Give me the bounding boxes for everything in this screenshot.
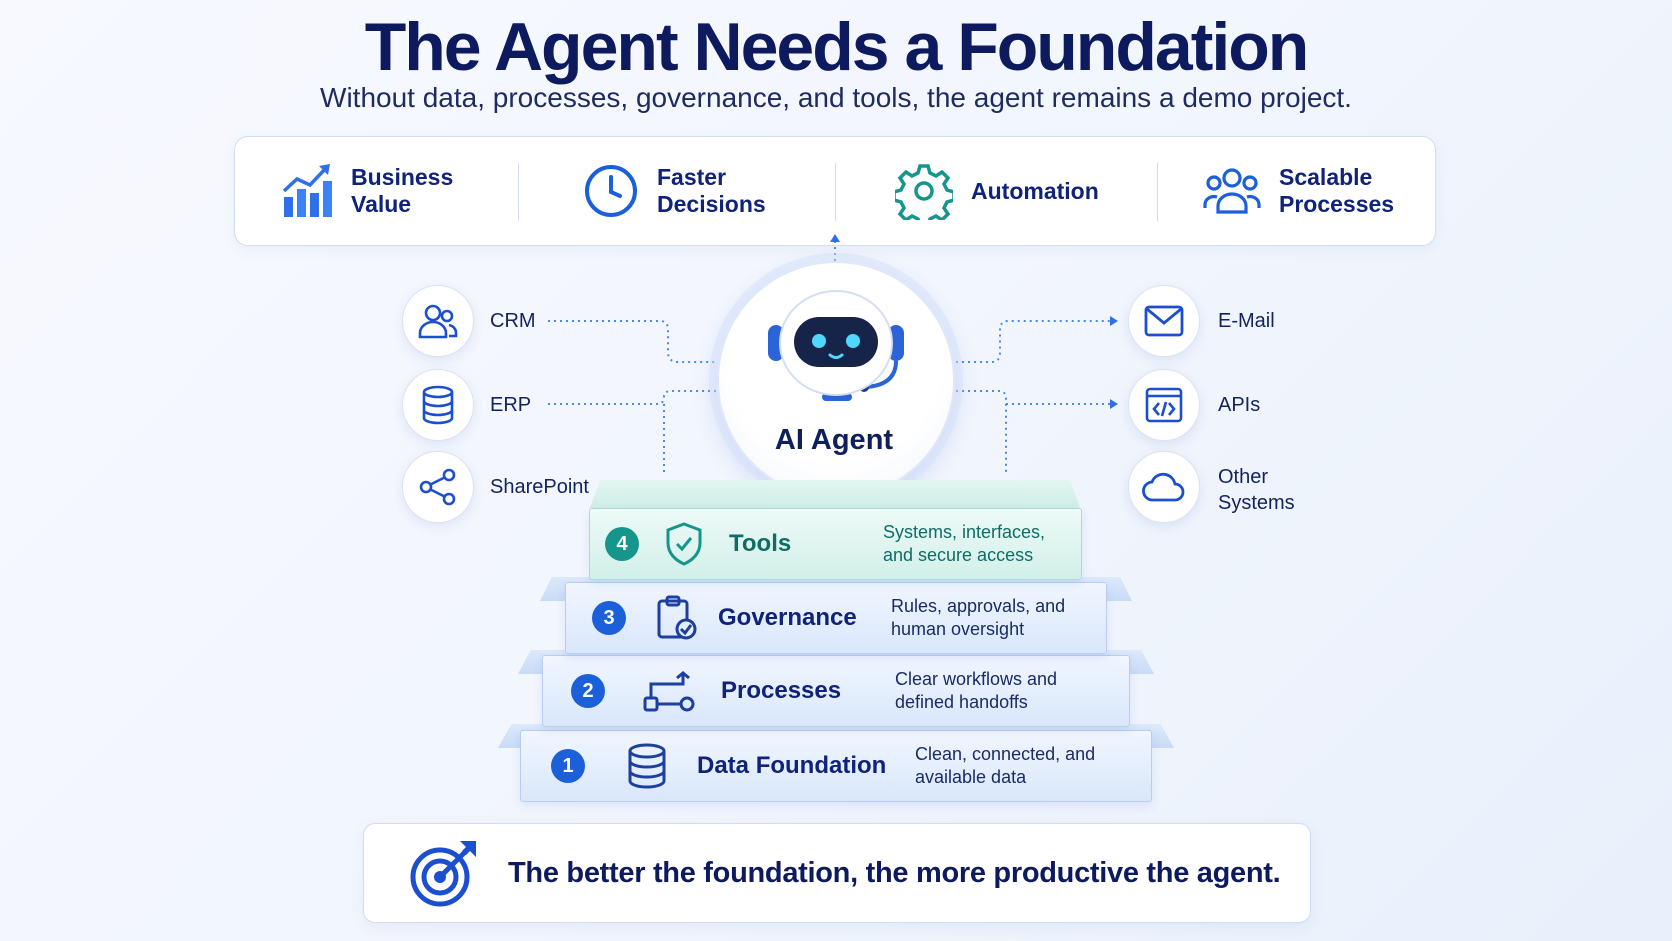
benefit-label: Business Value xyxy=(351,164,454,217)
workflow-icon xyxy=(643,671,695,712)
benefits-bar: Business Value Faster Decisions Automati… xyxy=(234,136,1436,246)
layer-description: Clean, connected, and available data xyxy=(915,744,1096,787)
robot-icon xyxy=(768,290,904,401)
benefit-business-value: Business Value xyxy=(281,137,453,245)
footer-banner: The better the foundation, the more prod… xyxy=(363,823,1311,923)
layer-processes: 2 Processes Clear workflows and defined … xyxy=(542,655,1130,727)
benefit-faster-decisions: Faster Decisions xyxy=(583,137,766,245)
apis-circle xyxy=(1128,369,1200,441)
layer-name: Tools xyxy=(729,530,792,557)
target-label-apis: APIs xyxy=(1218,394,1261,416)
layer-number: 3 xyxy=(592,601,626,635)
team-icon xyxy=(1203,168,1261,214)
layer-top-face xyxy=(590,480,1080,508)
layer-name: Processes xyxy=(721,677,842,704)
layer-name: Data Foundation xyxy=(697,752,887,779)
layer-number: 4 xyxy=(605,527,639,561)
layer-description: Clear workflows and defined handoffs xyxy=(895,669,1058,712)
page-title: The Agent Needs a Foundation xyxy=(364,9,1310,85)
benefit-label: Faster Decisions xyxy=(657,164,766,217)
email-circle xyxy=(1128,285,1200,357)
gear-icon xyxy=(895,164,953,220)
users-icon xyxy=(418,304,458,339)
erp-circle xyxy=(402,369,474,441)
target-label-other-systems: Other Systems xyxy=(1218,466,1295,514)
source-label-crm: CRM xyxy=(490,310,536,332)
ai-agent-circle xyxy=(717,261,955,499)
layer-tools: 4 Tools Systems, interfaces, and secure … xyxy=(589,508,1082,580)
layer-name: Governance xyxy=(718,604,857,631)
sharepoint-circle xyxy=(402,451,474,523)
mail-icon xyxy=(1144,305,1184,337)
share-icon xyxy=(419,468,456,506)
crm-circle xyxy=(402,285,474,357)
source-label-sharepoint: SharePoint xyxy=(490,476,589,498)
bar-chart-up-icon xyxy=(282,164,332,217)
layer-description: Systems, interfaces, and secure access xyxy=(883,522,1046,565)
layer-data-foundation: 1 Data Foundation Clean, connected, and … xyxy=(520,730,1152,802)
other-systems-circle xyxy=(1128,451,1200,523)
target-icon xyxy=(410,841,476,907)
database-icon xyxy=(628,743,666,789)
clipboard-check-icon xyxy=(657,595,697,640)
layer-governance: 3 Governance Rules, approvals, and human… xyxy=(565,582,1107,654)
page-subtitle: Without data, processes, governance, and… xyxy=(320,82,1352,113)
database-icon xyxy=(422,385,454,425)
shield-check-icon xyxy=(666,522,702,566)
layer-description: Rules, approvals, and human oversight xyxy=(891,596,1066,639)
footer-text: The better the foundation, the more prod… xyxy=(508,856,1281,889)
benefit-label: Automation xyxy=(971,177,1099,204)
code-window-icon xyxy=(1145,387,1183,423)
benefit-label: Scalable Processes xyxy=(1279,164,1395,217)
benefit-automation: Automation xyxy=(895,137,1099,245)
source-label-erp: ERP xyxy=(490,394,532,416)
benefit-scalable-processes: Scalable Processes xyxy=(1203,137,1394,245)
layer-number: 2 xyxy=(571,674,605,708)
layer-number: 1 xyxy=(551,749,585,783)
cloud-icon xyxy=(1142,472,1185,502)
target-label-email: E-Mail xyxy=(1218,310,1275,332)
ai-agent-label: AI Agent xyxy=(774,424,894,456)
clock-icon xyxy=(585,165,637,217)
